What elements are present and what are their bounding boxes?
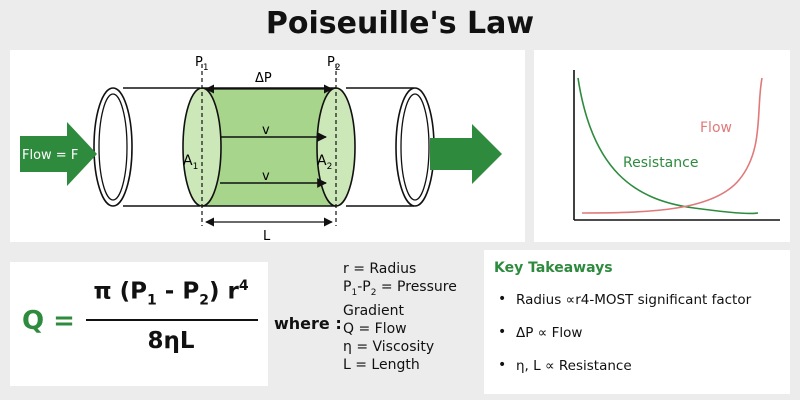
label-length: L [263, 229, 271, 242]
legend-pressure: P1-P2 = Pressure [343, 279, 457, 298]
flow-resistance-graph: Flow Resistance [573, 70, 780, 221]
green-segment [182, 87, 356, 207]
resistance-curve [577, 77, 759, 215]
key-takeaways-title: Key Takeaways [494, 260, 613, 276]
formula-fraction-bar [86, 319, 258, 321]
outflow-arrow [430, 124, 502, 184]
key-takeaways-panel: Key Takeaways Radius ∝r4-MOST significan… [484, 250, 790, 394]
left-tube [93, 87, 200, 207]
takeaway-item: η, L ∝ Resistance [498, 357, 751, 391]
legend-length: L = Length [343, 356, 420, 373]
inflow-arrow [20, 122, 97, 186]
label-v-bottom: v [262, 169, 270, 184]
legend-gradient: Gradient [343, 302, 404, 319]
takeaway-item: ΔP ∝ Flow [498, 324, 751, 358]
label-p2: P2 [327, 55, 341, 73]
label-p1: P1 [195, 55, 209, 73]
right-tube [346, 87, 435, 207]
label-delta-p: ΔP [255, 71, 272, 86]
label-a2: A2 [317, 153, 332, 172]
pipe-diagram-panel: P1 P2 ΔP A1 A2 v v L Flow = F [10, 50, 525, 242]
key-takeaways-list: Radius ∝r4-MOST significant factor ΔP ∝ … [498, 291, 751, 391]
page-title: Poiseuille's Law [265, 6, 535, 41]
label-a1: A1 [183, 153, 198, 172]
label-v-top: v [262, 123, 270, 138]
legend-flow: Q = Flow [343, 320, 407, 337]
label-flow-f: Flow = F [22, 148, 78, 163]
formula-panel: Q = π (P1 - P2) r4 8ηL [10, 262, 268, 386]
label-flow: Flow [700, 120, 732, 136]
label-resistance: Resistance [623, 155, 698, 171]
formula-numerator: π (P1 - P2) r4 [93, 278, 249, 309]
flow-resistance-graph-panel: Flow Resistance [534, 50, 790, 242]
formula-denominator: 8ηL [147, 328, 195, 354]
legend-viscosity: η = Viscosity [343, 338, 435, 355]
where-label: where : [274, 314, 342, 333]
variable-legend: r = Radius P1-P2 = Pressure Gradient Q =… [343, 260, 483, 374]
legend-radius: r = Radius [343, 261, 417, 277]
takeaway-item: Radius ∝r4-MOST significant factor [498, 291, 751, 325]
pipe-diagram: P1 P2 ΔP A1 A2 v v L Flow = F [20, 55, 502, 242]
formula-q: Q = [22, 306, 75, 336]
flow-curve [581, 77, 763, 214]
